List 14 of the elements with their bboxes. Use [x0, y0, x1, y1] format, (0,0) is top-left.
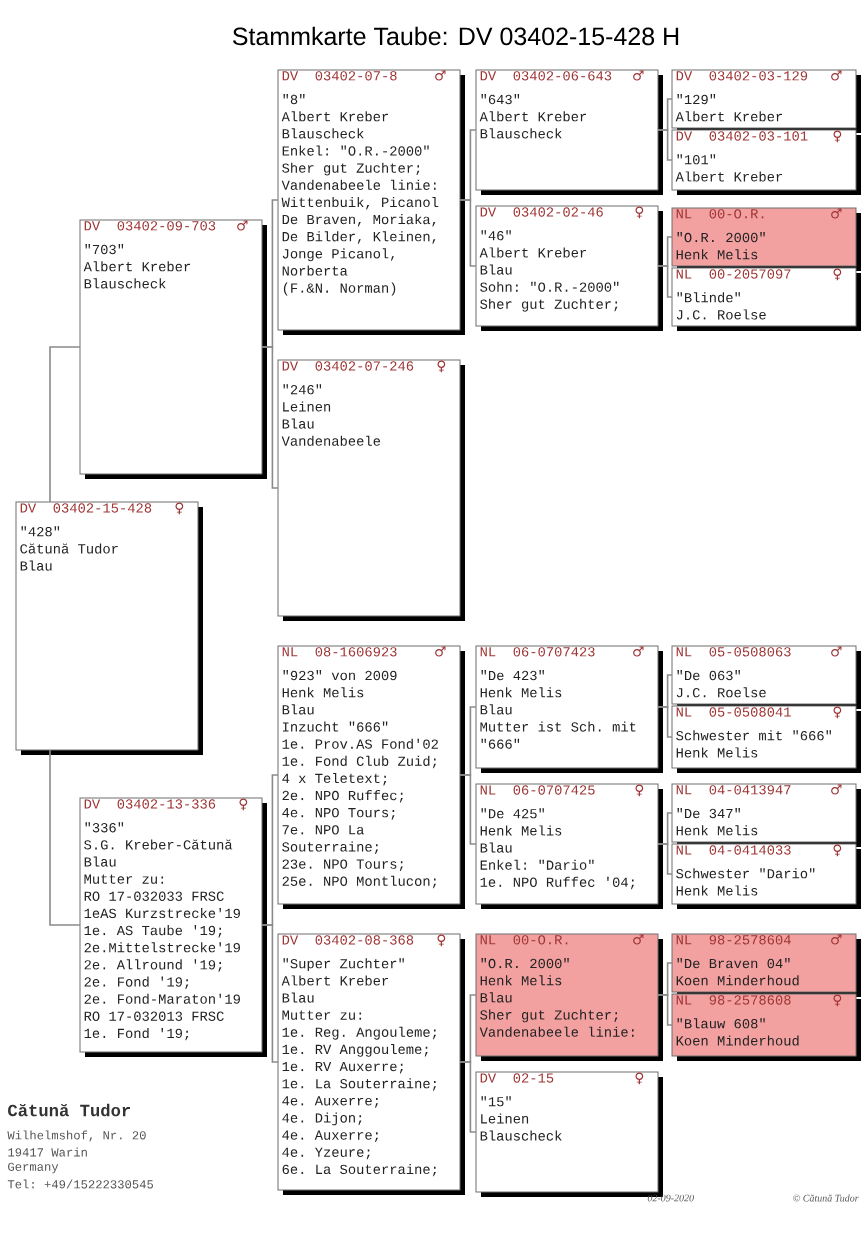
- connector-line: [459, 774, 477, 845]
- connector-line: [657, 843, 673, 875]
- connector-line: [49, 749, 81, 926]
- breeder-name: Cătună Tudor: [8, 1103, 130, 1117]
- connector-line: [657, 129, 673, 161]
- title: Stammkarte Taube: DV 03402-15-428 H: [232, 26, 679, 46]
- connector-line: [261, 924, 279, 1063]
- connector-line: [459, 1061, 477, 1133]
- connector-line: [459, 199, 477, 267]
- connector-line: [657, 706, 673, 738]
- connector-line: [49, 346, 81, 503]
- connector-line: [657, 265, 673, 298]
- connector-line: [657, 994, 673, 1026]
- connector-line: [261, 346, 279, 489]
